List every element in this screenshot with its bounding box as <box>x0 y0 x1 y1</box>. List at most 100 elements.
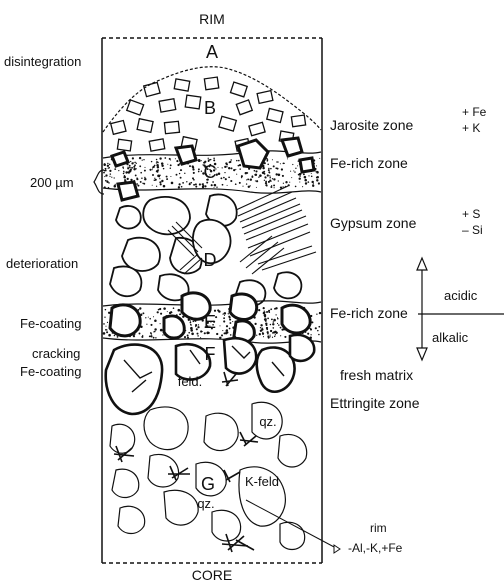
stipple-dot <box>157 162 159 164</box>
stipple-dot <box>171 182 174 185</box>
stipple-dot <box>123 176 126 179</box>
stipple-dot <box>242 186 243 187</box>
stipple-dot <box>214 184 217 187</box>
rim-callout-formula: -Al,-K,+Fe <box>348 541 403 555</box>
stipple-dot <box>144 170 146 172</box>
stipple-dot <box>277 161 279 163</box>
stipple-dot <box>268 169 270 171</box>
stipple-dot <box>282 175 284 177</box>
stipple-dot <box>224 166 226 168</box>
stipple-dot <box>255 170 257 172</box>
stipple-dot <box>216 186 217 187</box>
stipple-dot <box>190 182 192 184</box>
stipple-dot <box>230 334 232 336</box>
stipple-dot <box>145 317 146 318</box>
stipple-dot <box>163 168 165 170</box>
stipple-dot <box>156 186 157 187</box>
stipple-dot <box>190 329 193 332</box>
stipple-dot <box>180 177 182 179</box>
stipple-dot <box>235 183 237 185</box>
stipple-dot <box>128 172 130 174</box>
stipple-dot <box>265 320 267 322</box>
label-jarosite-zone: Jarosite zone <box>330 117 413 133</box>
stipple-dot <box>265 177 267 179</box>
stipple-dot <box>139 333 141 335</box>
stipple-dot <box>189 183 191 185</box>
stipple-dot <box>213 187 214 188</box>
stipple-dot <box>133 168 135 170</box>
label-fe-coating-2: Fe-coating <box>20 364 81 379</box>
stipple-dot <box>316 165 317 166</box>
stipple-dot <box>190 327 193 330</box>
stipple-dot <box>197 326 199 328</box>
stipple-dot <box>170 164 172 166</box>
stipple-dot <box>107 322 108 323</box>
stipple-dot <box>273 319 276 322</box>
stipple-dot <box>123 171 125 173</box>
stipple-dot <box>163 185 166 188</box>
stipple-dot <box>261 328 263 330</box>
stipple-dot <box>198 171 200 173</box>
stipple-dot <box>139 157 141 159</box>
stipple-dot <box>268 337 270 339</box>
zone-letter-b: B <box>204 98 216 118</box>
label-scale: 200 µm <box>30 175 74 190</box>
stipple-dot <box>262 167 264 169</box>
stipple-dot <box>104 186 106 188</box>
stipple-dot <box>313 183 314 184</box>
stipple-dot <box>308 175 309 176</box>
stipple-dot <box>270 330 272 332</box>
stipple-dot <box>305 178 306 179</box>
chem-plus-fe: + Fe <box>462 105 487 119</box>
stipple-dot <box>131 167 133 169</box>
stipple-dot <box>204 186 206 188</box>
stipple-dot <box>228 176 230 178</box>
stipple-dot <box>262 172 265 175</box>
stipple-dot <box>226 325 228 327</box>
stipple-dot <box>273 165 275 167</box>
stipple-dot <box>159 181 161 183</box>
stipple-dot <box>188 332 190 334</box>
stipple-dot <box>272 323 274 325</box>
label-qz-1: qz. <box>259 414 276 429</box>
stipple-dot <box>272 178 273 179</box>
stipple-dot <box>258 309 260 311</box>
stipple-dot <box>297 165 298 166</box>
stipple-dot <box>108 187 110 189</box>
stipple-dot <box>196 328 198 330</box>
stipple-dot <box>246 179 247 180</box>
stipple-dot <box>173 307 175 309</box>
stipple-dot <box>190 320 191 321</box>
stipple-dot <box>109 176 110 177</box>
stipple-dot <box>167 164 168 165</box>
stipple-dot <box>316 177 318 179</box>
stipple-dot <box>175 158 176 159</box>
stipple-dot <box>109 164 110 165</box>
stipple-dot <box>270 186 272 188</box>
stipple-dot <box>178 186 180 188</box>
stipple-dot <box>269 311 271 313</box>
stipple-dot <box>152 174 154 176</box>
rim-title: RIM <box>199 11 225 27</box>
stipple-dot <box>132 157 134 159</box>
stipple-dot <box>265 182 267 184</box>
stipple-dot <box>256 187 257 188</box>
stipple-dot <box>307 333 309 335</box>
stipple-dot <box>229 322 231 324</box>
stipple-dot <box>278 174 281 177</box>
stipple-dot <box>106 331 108 333</box>
stipple-dot <box>166 176 168 178</box>
stipple-dot <box>275 334 276 335</box>
zone-letter-f: F <box>205 344 216 364</box>
stipple-dot <box>103 332 106 335</box>
stipple-dot <box>181 186 183 188</box>
label-gypsum-zone: Gypsum zone <box>330 215 417 231</box>
stipple-dot <box>318 182 320 184</box>
stipple-dot <box>310 334 311 335</box>
stipple-dot <box>217 167 218 168</box>
stipple-dot <box>163 307 166 310</box>
stipple-dot <box>142 335 143 336</box>
stipple-dot <box>216 333 218 335</box>
stipple-dot <box>226 166 227 167</box>
